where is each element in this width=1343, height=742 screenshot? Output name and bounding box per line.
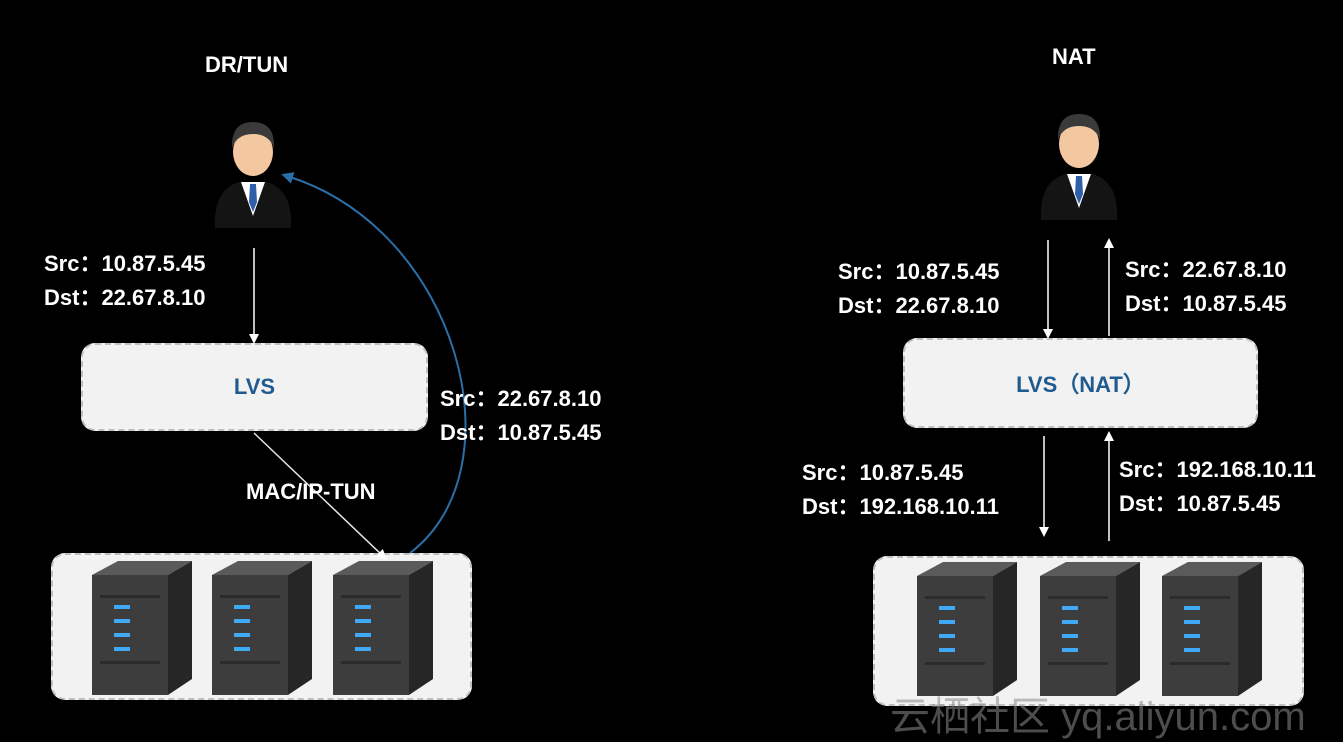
watermark: 云栖社区 yq.aliyun.com xyxy=(890,695,1306,739)
server-icon xyxy=(333,561,433,695)
dst-text: Dst：22.67.8.10 xyxy=(838,293,1000,318)
dst-text: Dst：22.67.8.10 xyxy=(44,285,206,310)
lvs-label-right: LVS（NAT） xyxy=(1016,372,1145,397)
tunnel-arrow xyxy=(253,432,387,560)
packet-label-request-fwd: Src：10.87.5.45 Dst：192.168.10.11 xyxy=(802,456,999,524)
server-icon xyxy=(917,562,1017,696)
src-text: Src：192.168.10.11 xyxy=(1119,457,1316,482)
server-icon xyxy=(212,561,312,695)
packet-label-response-out: Src：22.67.8.10 Dst：10.87.5.45 xyxy=(1125,253,1286,321)
src-text: Src：10.87.5.45 xyxy=(838,259,1000,284)
src-text: Src：10.87.5.45 xyxy=(802,460,964,485)
dr-tun-title: DR/TUN xyxy=(205,52,289,77)
packet-label-response-back: Src：192.168.10.11 Dst：10.87.5.45 xyxy=(1119,453,1316,521)
server-icon xyxy=(1040,562,1140,696)
server-icon xyxy=(92,561,192,695)
dst-text: Dst：10.87.5.45 xyxy=(1125,291,1287,316)
src-text: Src：22.67.8.10 xyxy=(1125,257,1287,282)
nat-title: NAT xyxy=(1052,44,1096,69)
dst-text: Dst：192.168.10.11 xyxy=(802,494,999,519)
lvs-label-left: LVS xyxy=(233,374,276,399)
dst-text: Dst：10.87.5.45 xyxy=(440,420,602,445)
tunnel-label: MAC/IP-TUN xyxy=(246,479,376,504)
packet-label-request-left: Src：10.87.5.45 Dst：22.67.8.10 xyxy=(44,247,205,315)
client-user-icon-right xyxy=(1040,114,1118,220)
lvs-box-right: LVS（NAT） xyxy=(903,338,1258,428)
lvs-box-left: LVS xyxy=(81,343,428,431)
packet-label-request-in: Src：10.87.5.45 Dst：22.67.8.10 xyxy=(838,255,999,323)
server-icon xyxy=(1162,562,1262,696)
src-text: Src：10.87.5.45 xyxy=(44,251,206,276)
dst-text: Dst：10.87.5.45 xyxy=(1119,491,1281,516)
src-text: Src：22.67.8.10 xyxy=(440,386,602,411)
direct-return-arc xyxy=(281,172,467,554)
packet-label-response-left: Src：22.67.8.10 Dst：10.87.5.45 xyxy=(440,382,601,450)
client-user-icon-left xyxy=(214,122,292,228)
